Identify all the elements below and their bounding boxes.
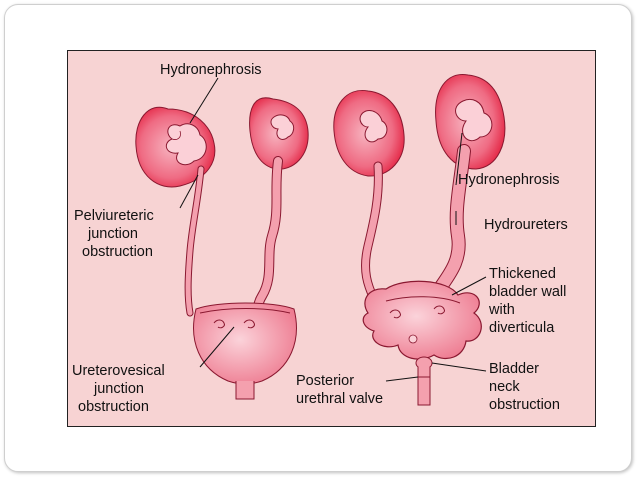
right-urinary-system bbox=[333, 74, 506, 406]
leader-lines bbox=[179, 77, 487, 382]
label-posterior-urethral-valve: Posterior urethral valve bbox=[296, 373, 384, 407]
left-system-right-kidney bbox=[249, 97, 309, 170]
right-bladder-diverticula bbox=[362, 280, 482, 406]
leader-bladder-neck bbox=[431, 362, 487, 372]
label-pelviureteric-junction-obstruction: Pelviureteric junction obstruction bbox=[74, 208, 154, 260]
label-hydroureters: Hydroureters bbox=[484, 217, 568, 233]
leader-pelviureteric bbox=[179, 174, 199, 209]
leader-thickened-wall bbox=[451, 276, 487, 296]
leader-ureterovesical bbox=[199, 326, 235, 368]
leader-hydronephrosis-left bbox=[189, 77, 219, 124]
left-kidney-hydronephrosis bbox=[135, 106, 216, 188]
diagram-illustration bbox=[135, 74, 506, 406]
label-ureterovesical-junction-obstruction: Ureterovesical junction obstruction bbox=[72, 363, 165, 415]
label-thickened-bladder-wall: Thickened bladder wall with diverticula bbox=[489, 266, 567, 336]
right-system-left-kidney bbox=[333, 89, 405, 177]
label-hydronephrosis-right: Hydronephrosis bbox=[458, 172, 560, 188]
left-bladder bbox=[193, 302, 297, 400]
label-bladder-neck-obstruction: Bladder neck obstruction bbox=[489, 361, 560, 413]
label-hydronephrosis-left: Hydronephrosis bbox=[160, 62, 262, 78]
urinary-tract-diagram: Hydronephrosis Pelviureteric junction ob… bbox=[67, 50, 596, 427]
right-system-right-kidney bbox=[435, 74, 506, 170]
left-urinary-system bbox=[135, 97, 309, 400]
leader-hydronephrosis-right bbox=[455, 132, 463, 186]
leader-posterior-valve bbox=[385, 376, 419, 382]
